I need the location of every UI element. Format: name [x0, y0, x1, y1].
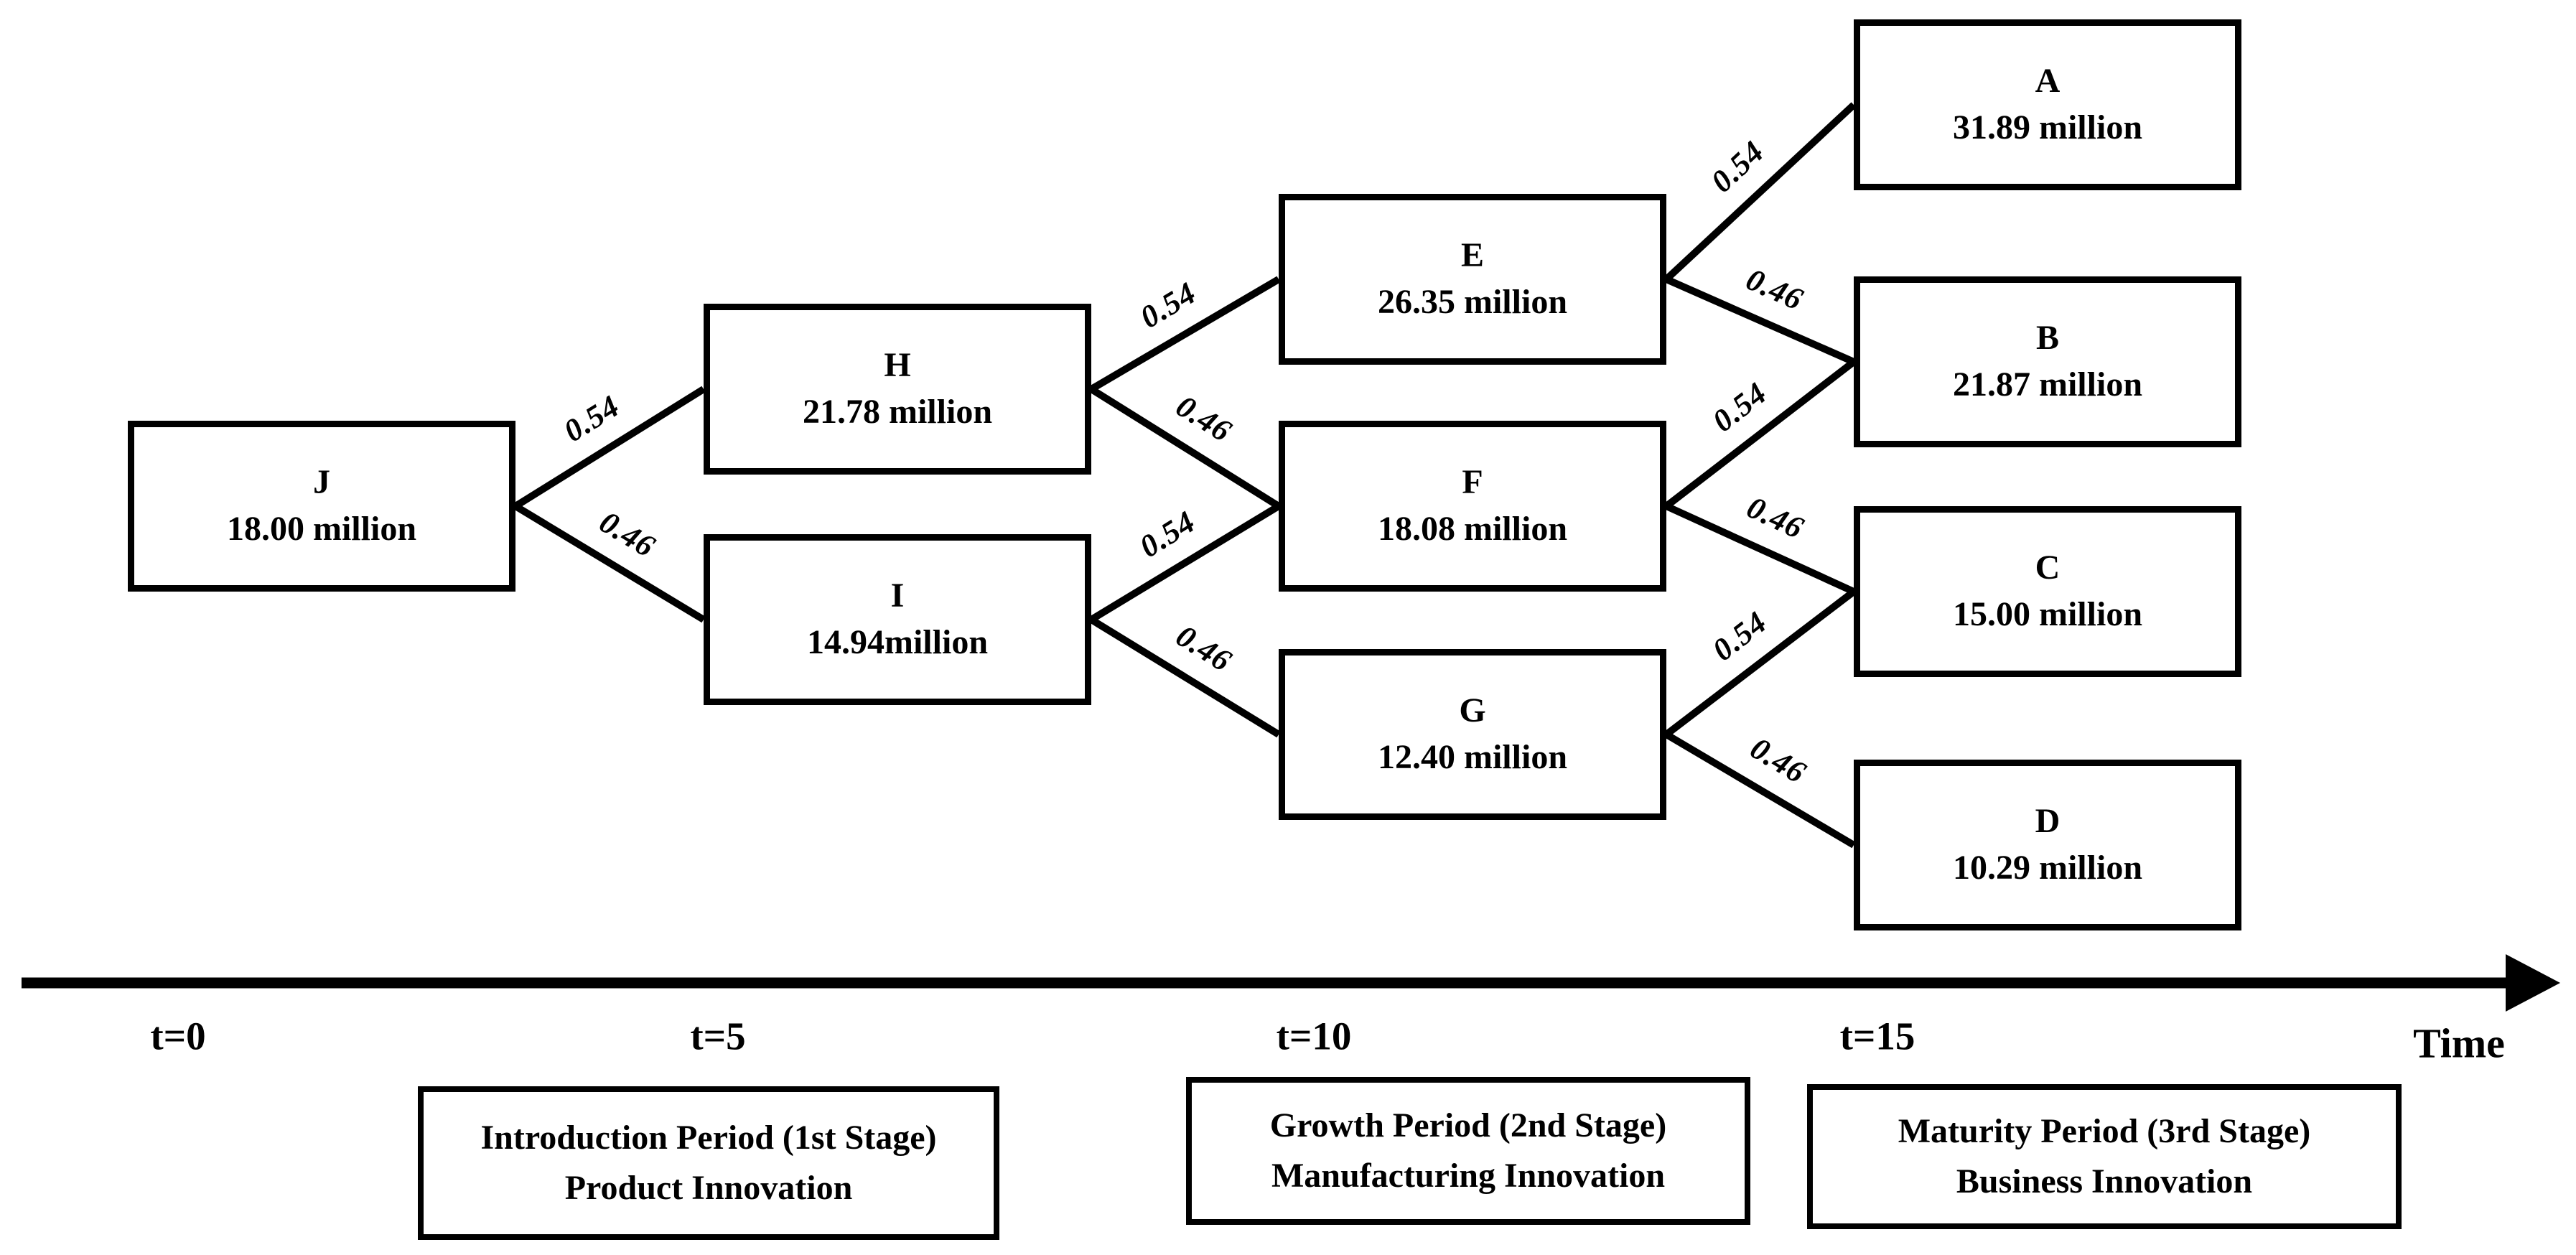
node-J: J 18.00 million — [128, 421, 515, 592]
stage2-title: Growth Period (2nd Stage) — [1269, 1106, 1667, 1145]
stage-box-growth-period: Growth Period (2nd Stage) Manufacturing … — [1186, 1077, 1750, 1225]
edge-line-F-C — [1664, 503, 1856, 595]
timeline-tick-t10: t=10 — [1276, 1014, 1352, 1058]
edge-line-E-B — [1664, 276, 1856, 365]
edge-line-E-A — [1663, 102, 1857, 282]
node-D: D 10.29 million — [1854, 760, 2241, 930]
stage2-subtitle: Manufacturing Innovation — [1271, 1157, 1666, 1195]
edge-line-H-F — [1089, 386, 1281, 510]
node-J-label: J — [313, 463, 330, 502]
node-I-value: 14.94million — [806, 623, 989, 661]
node-D-value: 10.29 million — [1952, 849, 2143, 887]
node-C-label: C — [2035, 549, 2061, 587]
stage-box-maturity-period: Maturity Period (3rd Stage) Business Inn… — [1807, 1084, 2402, 1229]
edge-line-I-G — [1089, 616, 1281, 738]
node-F-value: 18.08 million — [1377, 510, 1568, 548]
node-A-value: 31.89 million — [1952, 108, 2143, 146]
stage3-title: Maturity Period (3rd Stage) — [1898, 1112, 2311, 1151]
stage3-subtitle: Business Innovation — [1956, 1162, 2253, 1200]
edge-line-F-B — [1663, 359, 1857, 509]
stage1-title: Introduction Period (1st Stage) — [480, 1119, 937, 1157]
timeline-tick-t5: t=5 — [690, 1014, 746, 1058]
node-B: B 21.87 million — [1854, 276, 2241, 447]
node-I: I 14.94million — [704, 534, 1091, 705]
timeline-tick-t15: t=15 — [1839, 1014, 1915, 1058]
node-F: F 18.08 million — [1279, 421, 1666, 592]
node-C-value: 15.00 million — [1952, 595, 2143, 633]
node-D-label: D — [2035, 802, 2061, 841]
node-H-value: 21.78 million — [802, 393, 993, 431]
node-H: H 21.78 million — [704, 304, 1091, 475]
timeline-arrowhead-icon — [2506, 954, 2560, 1012]
node-B-label: B — [2035, 319, 2059, 358]
node-A: A 31.89 million — [1854, 19, 2241, 190]
node-J-value: 18.00 million — [226, 510, 417, 548]
node-B-value: 21.87 million — [1952, 365, 2143, 403]
timeline-tick-t0: t=0 — [150, 1014, 206, 1058]
stage1-subtitle: Product Innovation — [564, 1169, 853, 1207]
edge-line-G-D — [1664, 731, 1856, 849]
node-I-label: I — [890, 577, 905, 615]
node-F-label: F — [1462, 463, 1483, 502]
stage-box-introduction-period: Introduction Period (1st Stage) Product … — [418, 1086, 999, 1240]
node-E-value: 26.35 million — [1377, 283, 1568, 321]
node-H-label: H — [884, 346, 911, 385]
node-E: E 26.35 million — [1279, 194, 1666, 365]
edge-line-J-H — [513, 386, 706, 510]
timeline-axis-label: Time — [2413, 1020, 2505, 1067]
node-A-label: A — [2035, 62, 2061, 101]
node-G: G 12.40 million — [1279, 649, 1666, 820]
edge-line-G-C — [1663, 589, 1857, 737]
edge-line-I-F — [1089, 503, 1281, 623]
node-C: C 15.00 million — [1854, 506, 2241, 677]
edge-line-J-I — [513, 503, 706, 623]
node-G-value: 12.40 million — [1377, 738, 1568, 776]
edge-line-H-E — [1089, 276, 1281, 393]
node-G-label: G — [1459, 691, 1486, 730]
node-E-label: E — [1460, 236, 1484, 275]
